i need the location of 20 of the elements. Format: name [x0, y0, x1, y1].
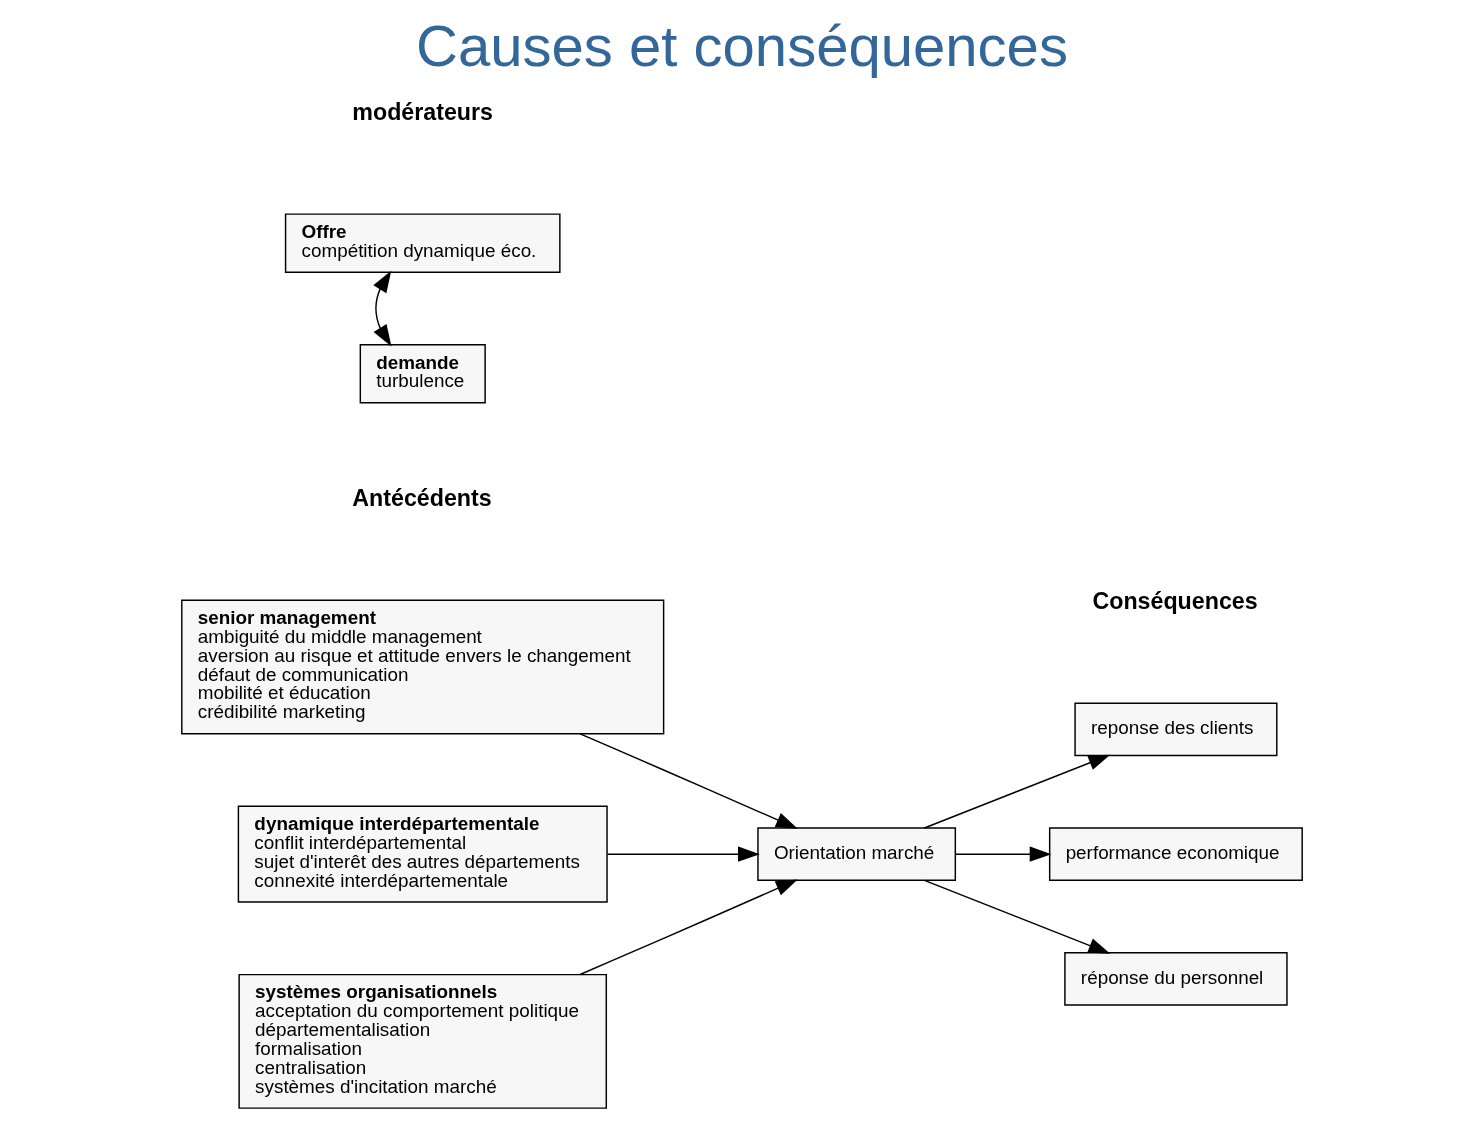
node-box: systèmes organisationnels acceptation du comportement politique départementalisation formalisation centralisation systèmes d'incitation marché [238, 973, 608, 1109]
arrow [606, 846, 760, 862]
node-box: Orientation marché [757, 827, 957, 881]
arrow [923, 879, 1111, 954]
arrow [923, 754, 1111, 829]
arrow [373, 270, 392, 347]
label: Antécédents [352, 484, 492, 511]
node-box: demande turbulence [359, 344, 486, 404]
node-box: performance economique [1048, 827, 1303, 881]
arrow [954, 846, 1052, 862]
node-box: Offre compétition dynamique éco. [284, 213, 561, 273]
diagram-title: Causes et conséquences [416, 13, 1068, 79]
arrow [579, 733, 798, 829]
arrow [579, 879, 798, 976]
node-box: reponse des clients [1074, 702, 1278, 757]
label: modérateurs [352, 98, 493, 125]
node-box: réponse du personnel [1064, 952, 1288, 1006]
node-box: dynamique interdépartementale conflit interdépartemental sujet d'interêt des autres départements connexité interdépartementale [237, 805, 608, 903]
label: Conséquences [1092, 587, 1258, 614]
node-box: senior management ambiguité du middle management aversion au risque et attitude envers le changement défaut de communication mobilité et éducation crédibilité marketing [181, 599, 665, 735]
